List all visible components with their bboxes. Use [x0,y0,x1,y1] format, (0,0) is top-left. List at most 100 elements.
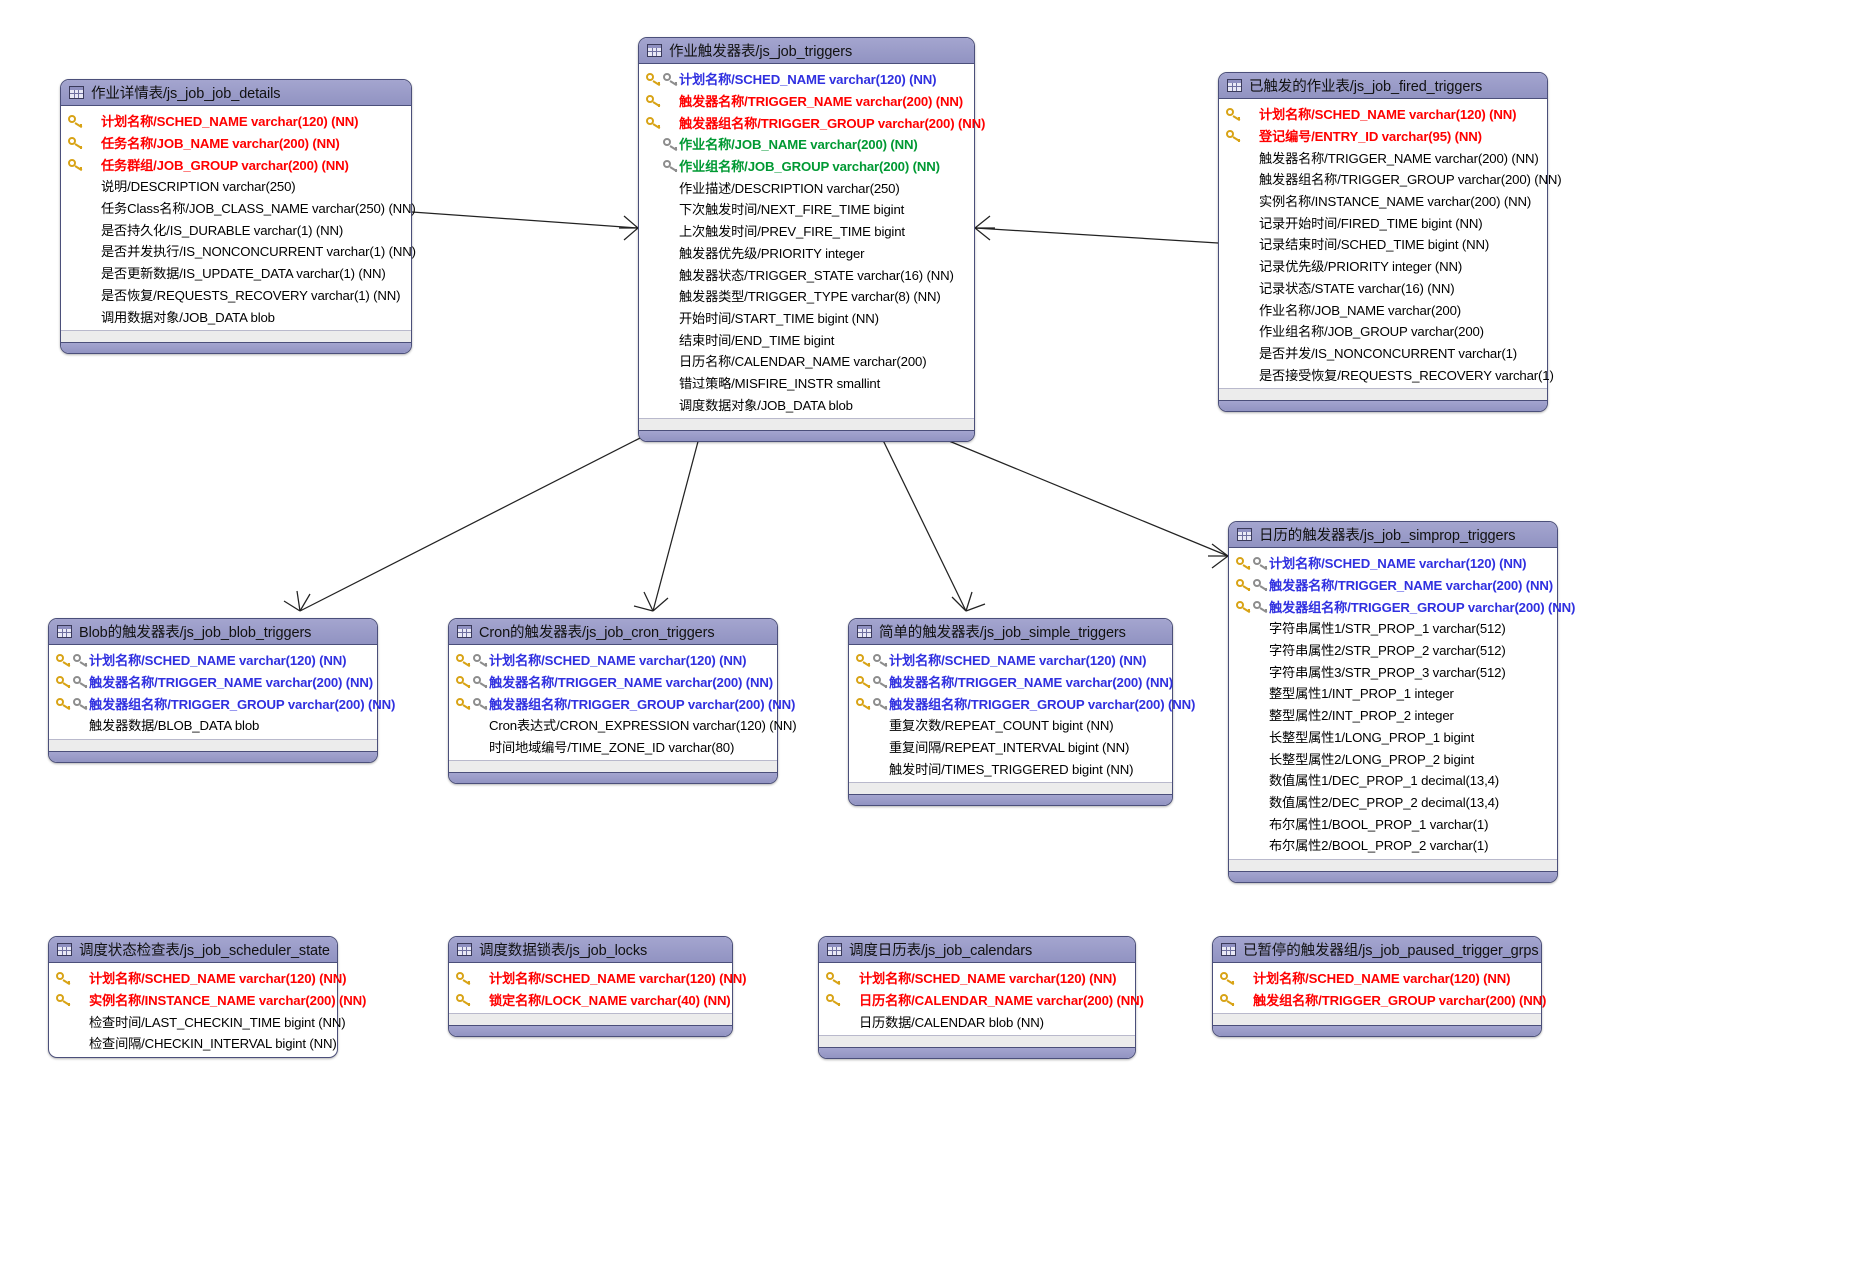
entity-calendars[interactable]: 调度日历表/js_job_calendars 计划名称/SCHED_NAME va… [818,936,1144,1060]
column-row[interactable]: Cron表达式/CRON_EXPRESSION varchar(120) (NN… [449,714,797,736]
column-row[interactable]: 数值属性2/DEC_PROP_2 decimal(13,4) [1229,791,1557,813]
entity-header[interactable]: 已触发的作业表/js_job_fired_triggers [1219,73,1547,99]
entity-header[interactable]: 调度数据锁表/js_job_locks [449,937,732,963]
column-row[interactable]: 布尔属性1/BOOL_PROP_1 varchar(1) [1229,812,1557,834]
column-row[interactable]: 触发器类型/TRIGGER_TYPE varchar(8) (NN) [639,285,974,307]
column-row[interactable]: 下次触发时间/NEXT_FIRE_TIME bigint [639,198,974,220]
column-row[interactable]: 计划名称/SCHED_NAME varchar(120) (NN) [49,649,377,671]
column-row[interactable]: 是否并发/IS_NONCONCURRENT varchar(1) [1219,342,1547,364]
entity-header[interactable]: Cron的触发器表/js_job_cron_triggers [449,619,777,645]
entity-blob_triggers[interactable]: Blob的触发器表/js_job_blob_triggers 计划名称/SCHED… [48,618,395,763]
column-row[interactable]: 计划名称/SCHED_NAME varchar(120) (NN) [49,967,347,989]
column-row[interactable]: 作业名称/JOB_NAME varchar(200) (NN) [639,133,974,155]
column-row[interactable]: 重复次数/REPEAT_COUNT bigint (NN) [849,714,1172,736]
entity-header[interactable]: 已暂停的触发器组/js_job_paused_trigger_grps [1213,937,1541,963]
column-row[interactable]: 日历名称/CALENDAR_NAME varchar(200) (NN) [819,989,1144,1011]
column-row[interactable]: 字符串属性1/STR_PROP_1 varchar(512) [1229,617,1557,639]
column-row[interactable]: 字符串属性2/STR_PROP_2 varchar(512) [1229,639,1557,661]
column-row[interactable]: 记录状态/STATE varchar(16) (NN) [1219,277,1547,299]
column-row[interactable]: 日历数据/CALENDAR blob (NN) [819,1010,1135,1032]
column-row[interactable]: 计划名称/SCHED_NAME varchar(120) (NN) [639,68,974,90]
column-row[interactable]: 触发器组名称/TRIGGER_GROUP varchar(200) (NN) [449,692,795,714]
column-row[interactable]: 计划名称/SCHED_NAME varchar(120) (NN) [819,967,1135,989]
column-row[interactable]: 是否接受恢复/REQUESTS_RECOVERY varchar(1) [1219,363,1554,385]
column-row[interactable]: 触发器状态/TRIGGER_STATE varchar(16) (NN) [639,263,974,285]
column-row[interactable]: 计划名称/SCHED_NAME varchar(120) (NN) [849,649,1172,671]
column-row[interactable]: 结束时间/END_TIME bigint [639,328,974,350]
column-row[interactable]: 作业组名称/JOB_GROUP varchar(200) [1219,320,1547,342]
column-row[interactable]: 任务名称/JOB_NAME varchar(200) (NN) [61,132,411,154]
column-row[interactable]: 触发器组名称/TRIGGER_GROUP varchar(200) (NN) [49,692,395,714]
column-row[interactable]: 长整型属性1/LONG_PROP_1 bigint [1229,726,1557,748]
column-row[interactable]: 错过策略/MISFIRE_INSTR smallint [639,372,974,394]
column-row[interactable]: 计划名称/SCHED_NAME varchar(120) (NN) [449,649,777,671]
column-row[interactable]: 触发时间/TIMES_TRIGGERED bigint (NN) [849,757,1172,779]
column-row[interactable]: 计划名称/SCHED_NAME varchar(120) (NN) [1213,967,1541,989]
column-row[interactable]: 触发器组名称/TRIGGER_GROUP varchar(200) (NN) [1229,595,1575,617]
column-row[interactable]: 触发器名称/TRIGGER_NAME varchar(200) (NN) [1229,574,1557,596]
column-row[interactable]: 时间地域编号/TIME_ZONE_ID varchar(80) [449,736,777,758]
entity-locks[interactable]: 调度数据锁表/js_job_locks 计划名称/SCHED_NAME varch… [448,936,747,1038]
column-row[interactable]: 任务Class名称/JOB_CLASS_NAME varchar(250) (N… [61,197,416,219]
column-row[interactable]: 说明/DESCRIPTION varchar(250) [61,175,411,197]
column-row[interactable]: 长整型属性2/LONG_PROP_2 bigint [1229,747,1557,769]
column-row[interactable]: 计划名称/SCHED_NAME varchar(120) (NN) [1219,103,1547,125]
column-row[interactable]: 数值属性1/DEC_PROP_1 decimal(13,4) [1229,769,1557,791]
column-row[interactable]: 计划名称/SCHED_NAME varchar(120) (NN) [61,110,411,132]
entity-job_triggers[interactable]: 作业触发器表/js_job_triggers 计划名称/SCHED_NAME va… [638,37,985,442]
column-row[interactable]: 整型属性2/INT_PROP_2 integer [1229,704,1557,726]
entity-header[interactable]: 日历的触发器表/js_job_simprop_triggers [1229,522,1557,548]
entity-header[interactable]: 简单的触发器表/js_job_simple_triggers [849,619,1172,645]
column-row[interactable]: 计划名称/SCHED_NAME varchar(120) (NN) [1229,552,1557,574]
column-row[interactable]: 触发器名称/TRIGGER_NAME varchar(200) (NN) [849,671,1173,693]
entity-paused_trigger_grps[interactable]: 已暂停的触发器组/js_job_paused_trigger_grps 计划名称/… [1212,936,1546,1038]
column-row[interactable]: 是否持久化/IS_DURABLE varchar(1) (NN) [61,218,411,240]
column-row[interactable]: 触发器名称/TRIGGER_NAME varchar(200) (NN) [639,90,974,112]
column-row[interactable]: 是否更新数据/IS_UPDATE_DATA varchar(1) (NN) [61,262,411,284]
column-row[interactable]: 作业组名称/JOB_GROUP varchar(200) (NN) [639,155,974,177]
column-row[interactable]: 触发器组名称/TRIGGER_GROUP varchar(200) (NN) [639,111,985,133]
column-row[interactable]: 开始时间/START_TIME bigint (NN) [639,307,974,329]
column-row[interactable]: 实例名称/INSTANCE_NAME varchar(200) (NN) [1219,190,1547,212]
entity-header[interactable]: 作业触发器表/js_job_triggers [639,38,974,64]
column-row[interactable]: 任务群组/JOB_GROUP varchar(200) (NN) [61,153,411,175]
column-row[interactable]: 触发器优先级/PRIORITY integer [639,242,974,264]
column-row[interactable]: 触发器名称/TRIGGER_NAME varchar(200) (NN) [1219,146,1547,168]
entity-header[interactable]: 调度日历表/js_job_calendars [819,937,1135,963]
entity-fired_triggers[interactable]: 已触发的作业表/js_job_fired_triggers 计划名称/SCHED_… [1218,72,1562,412]
column-row[interactable]: 触发器数据/BLOB_DATA blob [49,714,377,736]
entity-simple_triggers[interactable]: 简单的触发器表/js_job_simple_triggers 计划名称/SCHED… [848,618,1195,807]
entity-header[interactable]: 作业详情表/js_job_job_details [61,80,411,106]
column-row[interactable]: 触发器组名称/TRIGGER_GROUP varchar(200) (NN) [1219,168,1562,190]
column-row[interactable]: 作业描述/DESCRIPTION varchar(250) [639,176,974,198]
entity-header[interactable]: 调度状态检查表/js_job_scheduler_state [49,937,337,963]
column-row[interactable]: 记录开始时间/FIRED_TIME bigint (NN) [1219,211,1547,233]
column-row[interactable]: 布尔属性2/BOOL_PROP_2 varchar(1) [1229,834,1557,856]
column-row[interactable]: 触发器组名称/TRIGGER_GROUP varchar(200) (NN) [849,692,1195,714]
column-row[interactable]: 上次触发时间/PREV_FIRE_TIME bigint [639,220,974,242]
entity-scheduler_state[interactable]: 调度状态检查表/js_job_scheduler_state 计划名称/SCHED… [48,936,366,1058]
column-row[interactable]: 检查间隔/CHECKIN_INTERVAL bigint (NN) [49,1032,337,1054]
column-row[interactable]: 计划名称/SCHED_NAME varchar(120) (NN) [449,967,747,989]
column-row[interactable]: 记录结束时间/SCHED_TIME bigint (NN) [1219,233,1547,255]
column-row[interactable]: 是否并发执行/IS_NONCONCURRENT varchar(1) (NN) [61,240,416,262]
column-row[interactable]: 锁定名称/LOCK_NAME varchar(40) (NN) [449,989,732,1011]
column-row[interactable]: 整型属性1/INT_PROP_1 integer [1229,682,1557,704]
column-row[interactable]: 实例名称/INSTANCE_NAME varchar(200) (NN) [49,989,366,1011]
column-row[interactable]: 检查时间/LAST_CHECKIN_TIME bigint (NN) [49,1010,346,1032]
column-row[interactable]: 日历名称/CALENDAR_NAME varchar(200) [639,350,974,372]
column-row[interactable]: 调用数据对象/JOB_DATA blob [61,305,411,327]
entity-header[interactable]: Blob的触发器表/js_job_blob_triggers [49,619,377,645]
column-row[interactable]: 触发组名称/TRIGGER_GROUP varchar(200) (NN) [1213,989,1546,1011]
column-row[interactable]: 记录优先级/PRIORITY integer (NN) [1219,255,1547,277]
column-row[interactable]: 重复间隔/REPEAT_INTERVAL bigint (NN) [849,736,1172,758]
column-row[interactable]: 触发器名称/TRIGGER_NAME varchar(200) (NN) [449,671,777,693]
column-row[interactable]: 调度数据对象/JOB_DATA blob [639,393,974,415]
column-row[interactable]: 字符串属性3/STR_PROP_3 varchar(512) [1229,660,1557,682]
entity-cron_triggers[interactable]: Cron的触发器表/js_job_cron_triggers 计划名称/SCHED… [448,618,797,785]
column-row[interactable]: 作业名称/JOB_NAME varchar(200) [1219,298,1547,320]
entity-simprop_triggers[interactable]: 日历的触发器表/js_job_simprop_triggers 计划名称/SCHE… [1228,521,1575,883]
column-row[interactable]: 触发器名称/TRIGGER_NAME varchar(200) (NN) [49,671,377,693]
column-row[interactable]: 登记编号/ENTRY_ID varchar(95) (NN) [1219,125,1547,147]
column-row[interactable]: 是否恢复/REQUESTS_RECOVERY varchar(1) (NN) [61,284,411,306]
